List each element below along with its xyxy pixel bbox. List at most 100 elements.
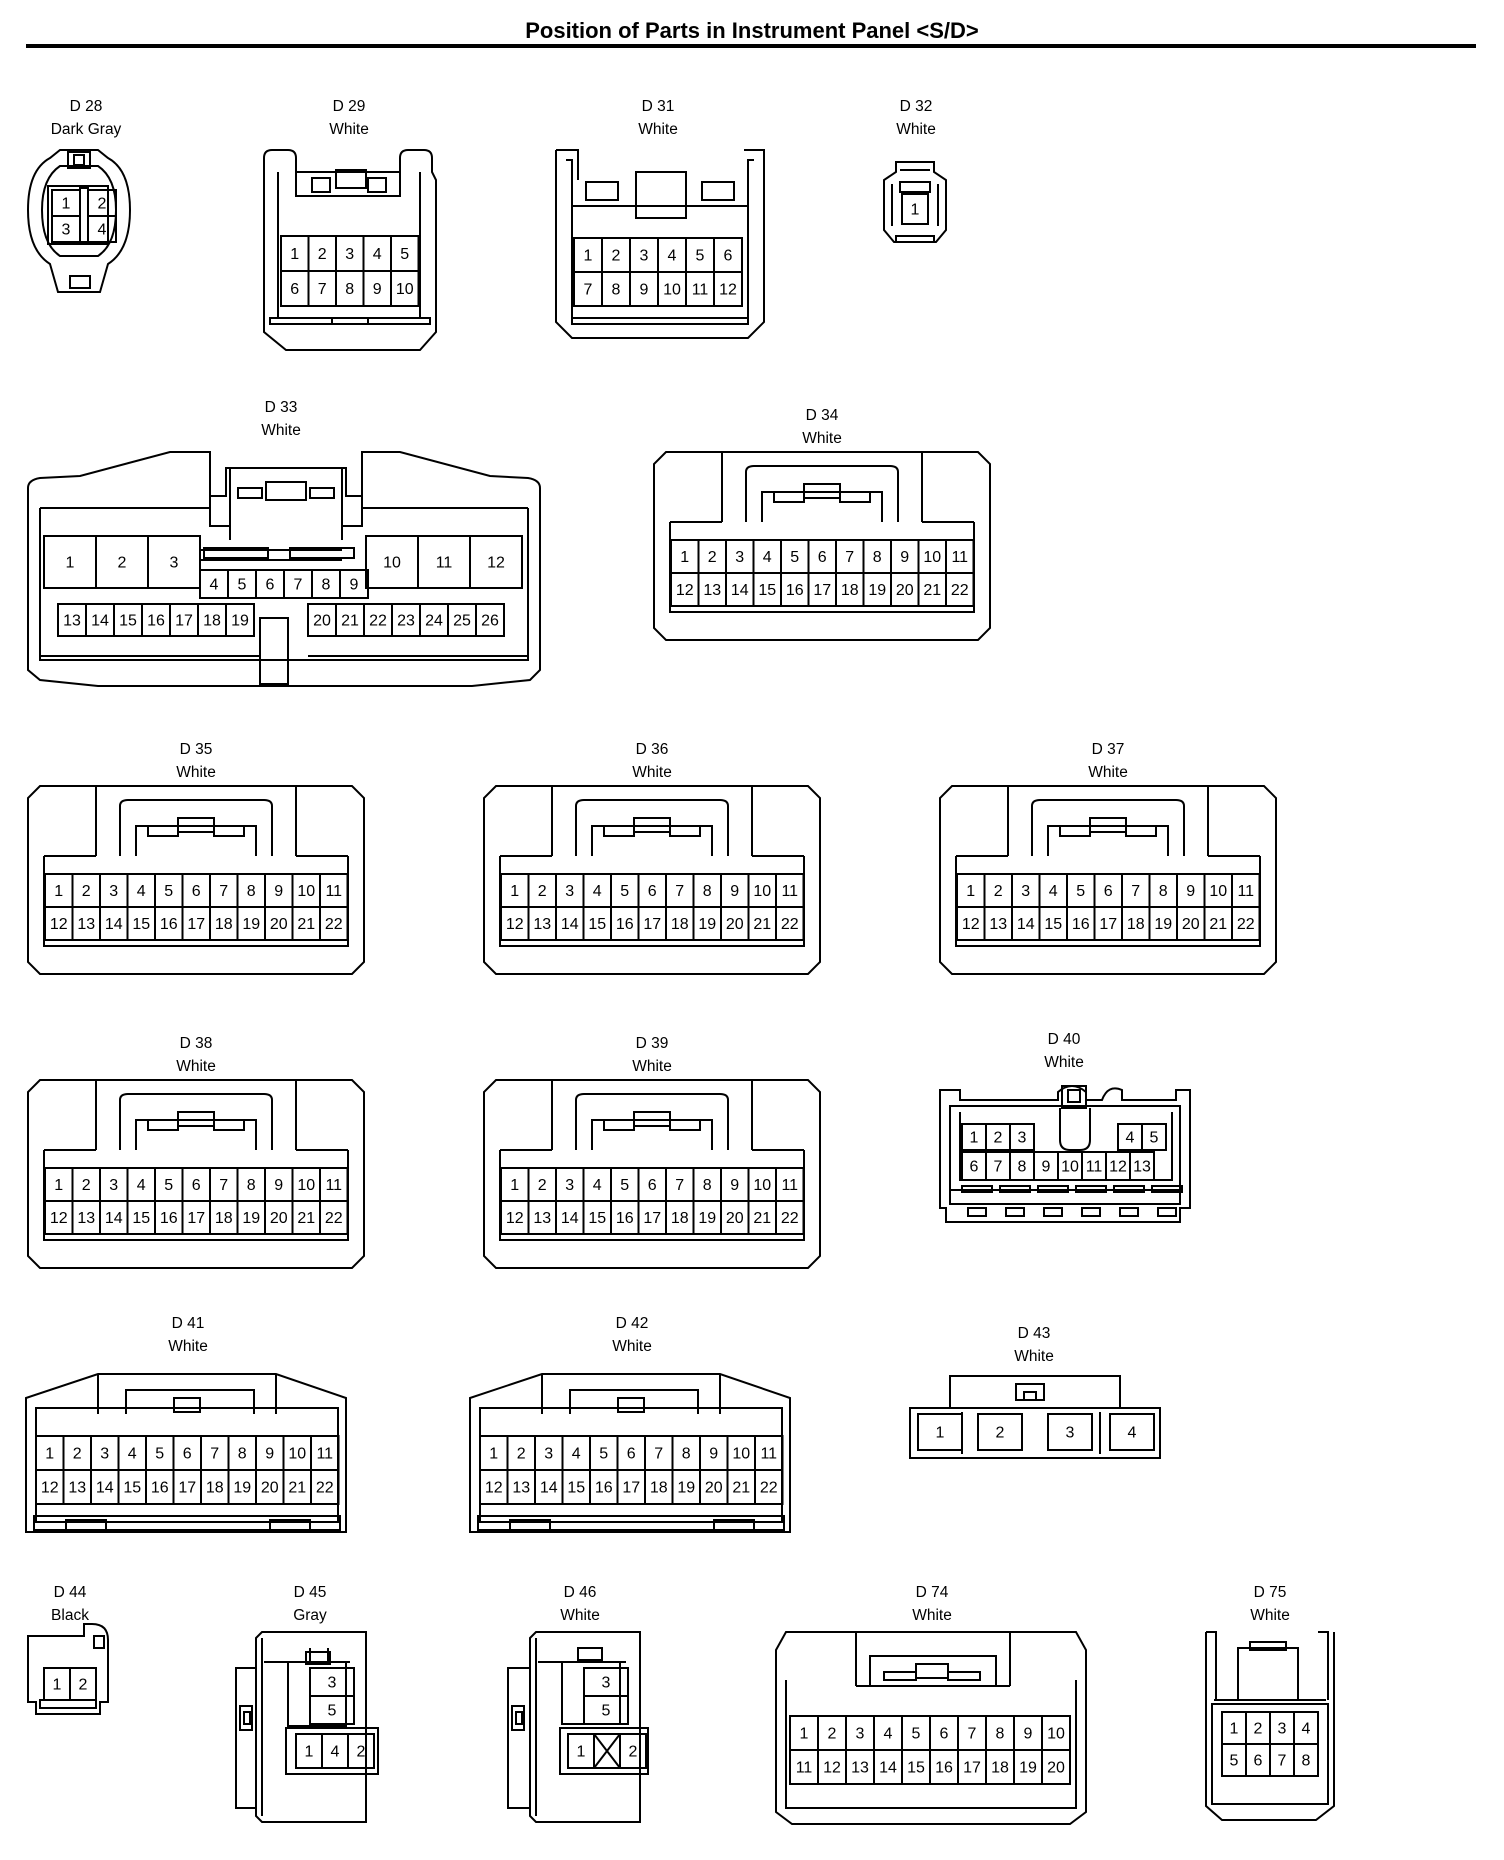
pin-cell (619, 1733, 647, 1769)
housing-outline (119, 799, 273, 856)
housing-part (1075, 1185, 1107, 1193)
pin-number: 3 (735, 549, 744, 566)
housing-part (147, 1119, 179, 1131)
pin-number: 2 (538, 883, 547, 900)
connector-color: White (632, 1058, 672, 1075)
connector-color: White (560, 1607, 600, 1624)
housing-outline (1206, 1631, 1329, 1700)
housing-part (265, 481, 307, 501)
housing-part (509, 1519, 551, 1531)
housing-part (669, 1119, 701, 1131)
pin-number: 4 (98, 222, 107, 239)
pin-number: 15 (567, 1480, 585, 1497)
pin-number: 1 (290, 246, 299, 263)
pin-number: 14 (561, 1210, 579, 1227)
housing-outline (556, 149, 765, 180)
connector-id: D 41 (172, 1315, 205, 1332)
pin-number: 21 (923, 582, 941, 599)
housing-outline (483, 785, 821, 975)
pin-number: 22 (316, 1480, 334, 1497)
pin-number: 2 (517, 1446, 526, 1463)
housing-part (603, 825, 635, 837)
pin-number: 14 (91, 613, 109, 630)
housing-part (259, 617, 289, 685)
housing-part (269, 1519, 311, 1531)
pin-number: 5 (164, 883, 173, 900)
pin-number: 9 (709, 1446, 718, 1463)
housing-part (669, 825, 701, 837)
pin-number: 2 (98, 196, 107, 213)
pin-number: 20 (261, 1480, 279, 1497)
pin-number: 22 (781, 1210, 799, 1227)
pin-number: 16 (147, 613, 165, 630)
connector-id: D 32 (900, 98, 933, 115)
housing-part (1037, 1185, 1069, 1193)
housing-part (1119, 1207, 1139, 1217)
pin-number: 14 (561, 916, 579, 933)
pin-cell (225, 603, 255, 637)
housing-part (93, 1635, 105, 1649)
pin-number: 13 (68, 1480, 86, 1497)
connector-color: White (638, 121, 678, 138)
housing-part (961, 1185, 993, 1193)
pin-number: 18 (671, 1210, 689, 1227)
pin-cell (713, 271, 743, 307)
pin-number: 4 (137, 1177, 146, 1194)
pin-number: 22 (325, 916, 343, 933)
pin-number: 16 (935, 1760, 953, 1777)
housing-outline (745, 465, 899, 522)
connector-id: D 31 (642, 98, 675, 115)
housing-outline (891, 169, 939, 226)
housing-outline (529, 1631, 641, 1823)
pin-number: 4 (593, 1177, 602, 1194)
pin-number: 14 (731, 582, 749, 599)
housing-part (65, 1519, 107, 1531)
pin-number: 18 (215, 916, 233, 933)
pin-number: 11 (781, 883, 798, 900)
pin-number: 8 (1159, 883, 1168, 900)
pin-number: 9 (730, 883, 739, 900)
connector-id: D 38 (180, 1035, 213, 1052)
pin-number: 13 (533, 916, 551, 933)
housing-part (895, 235, 935, 243)
pin-number: 5 (790, 549, 799, 566)
housing-outline (555, 150, 765, 339)
pin-number: 18 (206, 1480, 224, 1497)
connector-id: D 42 (616, 1315, 649, 1332)
housing-outline (135, 1119, 257, 1150)
housing-part (305, 1651, 331, 1665)
housing-outline (235, 1667, 256, 1809)
pin-number: 16 (160, 1210, 178, 1227)
pin-number: 7 (845, 549, 854, 566)
housing-part (239, 1705, 253, 1731)
connector-id: D 75 (1254, 1584, 1287, 1601)
pin-number: 12 (487, 555, 505, 572)
housing-part (335, 169, 367, 189)
pin-number: 21 (1209, 916, 1227, 933)
connector-color: White (176, 1058, 216, 1075)
housing-outline (949, 1375, 1121, 1408)
connector-color: White (912, 1607, 952, 1624)
pin-number: 16 (160, 916, 178, 933)
pin-number: 17 (622, 1480, 640, 1497)
pin-number: 16 (1072, 916, 1090, 933)
pin-number: 7 (294, 577, 303, 594)
housing-part (883, 1671, 917, 1681)
connector-d32: 1 (883, 161, 947, 243)
pin-number: 16 (616, 916, 634, 933)
pin-number: 11 (436, 555, 453, 572)
pin-number: 5 (602, 1703, 611, 1720)
pin-number: 20 (896, 582, 914, 599)
pin-cell (901, 193, 929, 225)
housing-outline (26, 149, 132, 293)
pin-number: 3 (856, 1726, 865, 1743)
housing-outline (635, 171, 687, 207)
housing-outline (1237, 1647, 1299, 1700)
